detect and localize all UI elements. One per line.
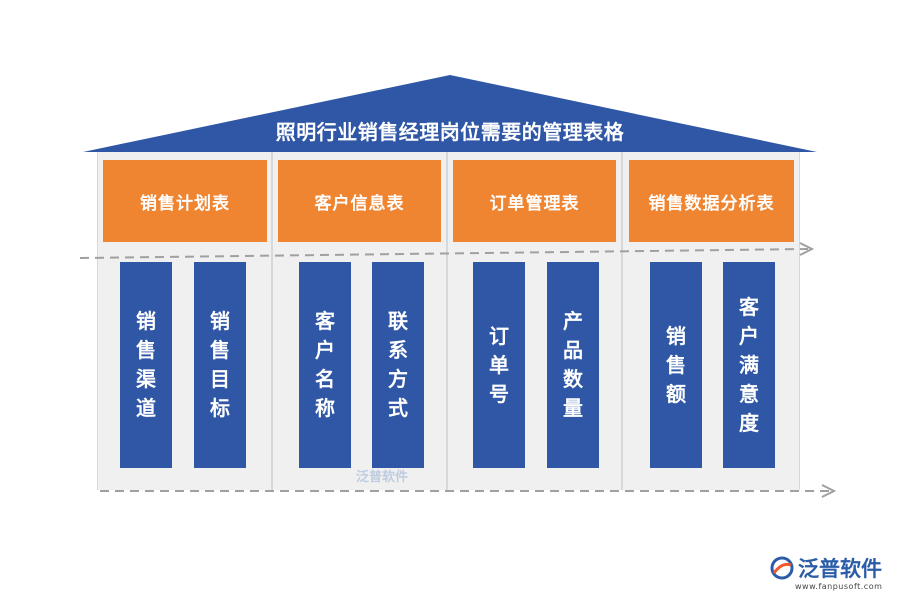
item-char: 目 <box>210 367 230 391</box>
item-char: 数 <box>563 367 583 391</box>
header-sales-plan: 销售计划表 <box>103 160 267 242</box>
item-char: 联 <box>388 309 408 333</box>
item-char: 渠 <box>136 367 156 391</box>
item-char: 标 <box>210 396 230 420</box>
item-char: 户 <box>739 323 759 348</box>
item-char: 称 <box>315 396 335 420</box>
item-char: 品 <box>563 338 583 362</box>
item-char: 系 <box>388 338 408 362</box>
item-sales-target: 销售目标 <box>194 262 246 468</box>
diagram-title: 照明行业销售经理岗位需要的管理表格 <box>275 120 625 144</box>
fanpu-logo-icon <box>770 556 794 580</box>
item-product-quantity: 产品数量 <box>547 262 599 468</box>
item-char: 产 <box>563 309 583 333</box>
item-char: 量 <box>563 396 583 420</box>
item-char: 名 <box>315 367 335 391</box>
header-sales-analysis: 销售数据分析表 <box>629 160 794 242</box>
item-char: 售 <box>210 338 230 362</box>
item-char: 客 <box>315 309 335 333</box>
roof-shape <box>83 75 817 152</box>
item-char: 订 <box>489 323 509 348</box>
item-char: 销 <box>136 309 156 333</box>
item-char: 客 <box>739 294 759 319</box>
item-char: 度 <box>739 410 759 435</box>
item-sales-channel: 销售渠道 <box>120 262 172 468</box>
item-char: 单 <box>489 352 509 377</box>
item-char: 道 <box>136 396 156 420</box>
item-order-number: 订单号 <box>473 262 525 468</box>
item-char: 式 <box>388 396 408 420</box>
item-char: 方 <box>388 367 408 391</box>
logo-url: www.fanpusoft.com <box>795 582 883 591</box>
item-customer-satisfaction: 客户满意度 <box>723 262 775 468</box>
watermark: 泛普软件 <box>356 470 409 485</box>
item-char: 号 <box>489 381 509 406</box>
logo-name: 泛普软件 <box>798 557 882 581</box>
header-order-management: 订单管理表 <box>453 160 616 242</box>
item-char: 售 <box>666 352 686 377</box>
item-char: 销 <box>210 309 230 333</box>
item-char: 销 <box>666 323 686 348</box>
item-char: 额 <box>666 381 686 406</box>
item-contact-method: 联系方式 <box>372 262 424 468</box>
fanpu-logo: 泛普软件 <box>770 553 882 583</box>
item-customer-name: 客户名称 <box>299 262 351 468</box>
item-char: 售 <box>136 338 156 362</box>
header-customer-info: 客户信息表 <box>278 160 441 242</box>
item-sales-amount: 销售额 <box>650 262 702 468</box>
item-char: 户 <box>315 338 335 362</box>
item-char: 满 <box>739 352 759 377</box>
item-char: 意 <box>739 381 759 406</box>
